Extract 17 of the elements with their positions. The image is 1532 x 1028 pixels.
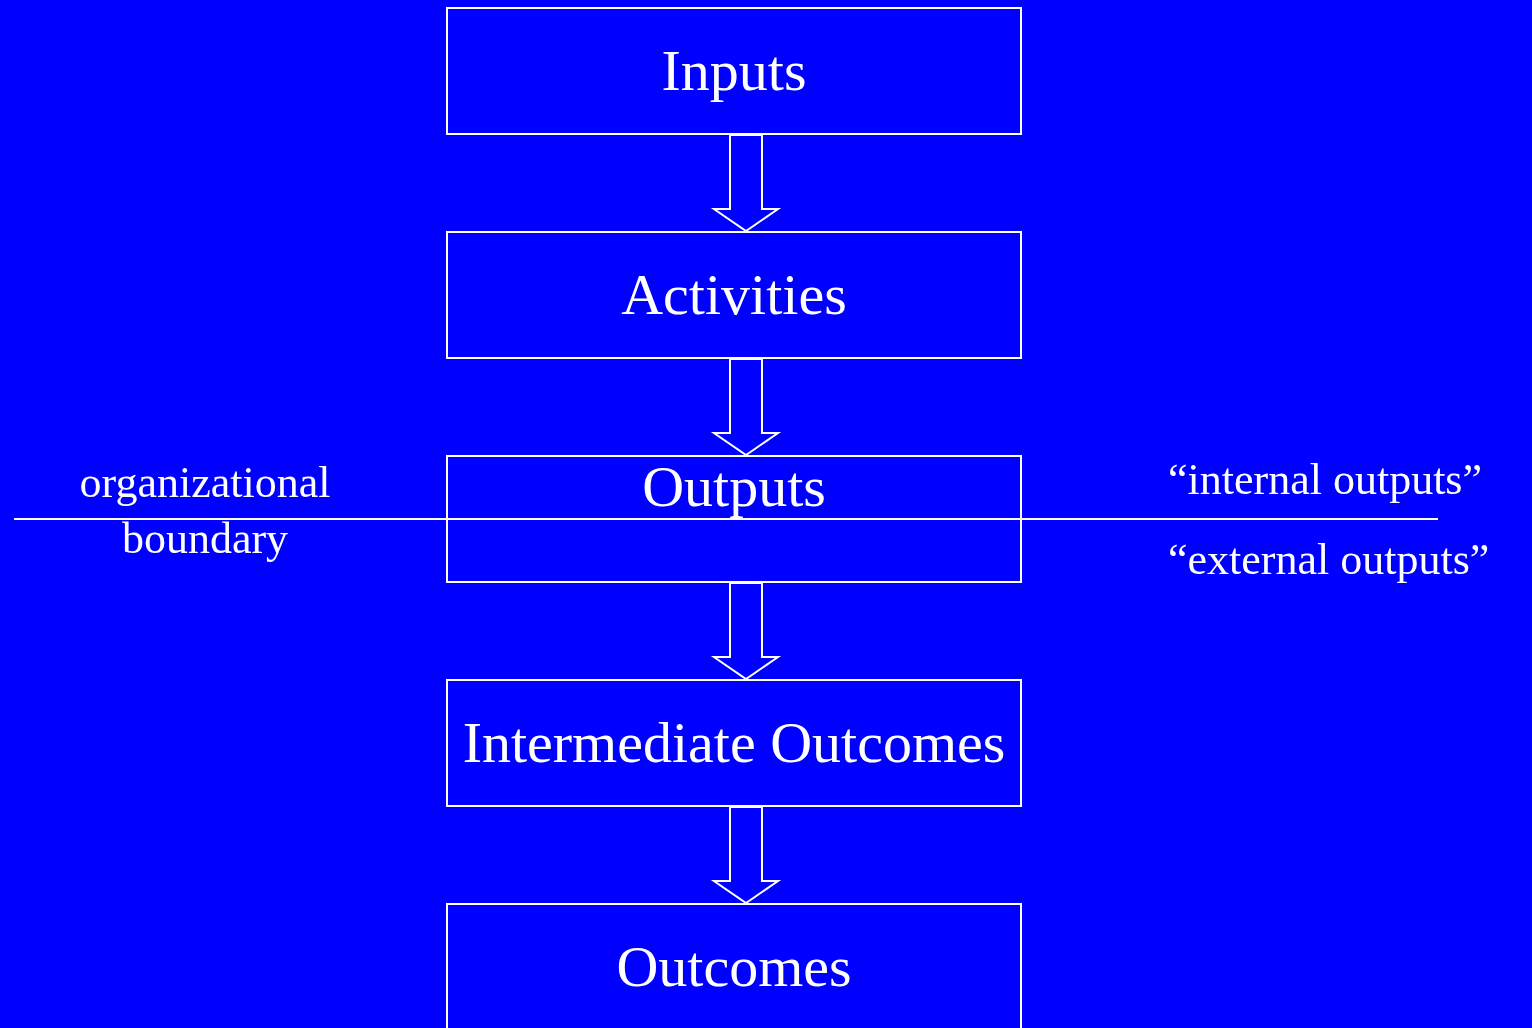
block-arrow (710, 134, 782, 233)
side-label: organizational boundary (78, 457, 332, 565)
side-label: “external outputs” (1168, 534, 1490, 586)
block-arrow (710, 582, 782, 681)
block-arrow (710, 358, 782, 457)
stage-box (446, 679, 1022, 807)
stage-label: Outputs (642, 457, 826, 517)
stage-box (446, 7, 1022, 135)
stage-label: Activities (621, 263, 847, 327)
stage-box (446, 903, 1022, 1028)
stage-label: Inputs (661, 39, 807, 103)
block-arrow (710, 806, 782, 905)
side-label: “internal outputs” (1168, 454, 1482, 506)
stage-box (446, 231, 1022, 359)
stage-label: Outcomes (616, 935, 852, 999)
stage-box (446, 455, 1022, 583)
stage-label: Intermediate Outcomes (462, 711, 1006, 775)
